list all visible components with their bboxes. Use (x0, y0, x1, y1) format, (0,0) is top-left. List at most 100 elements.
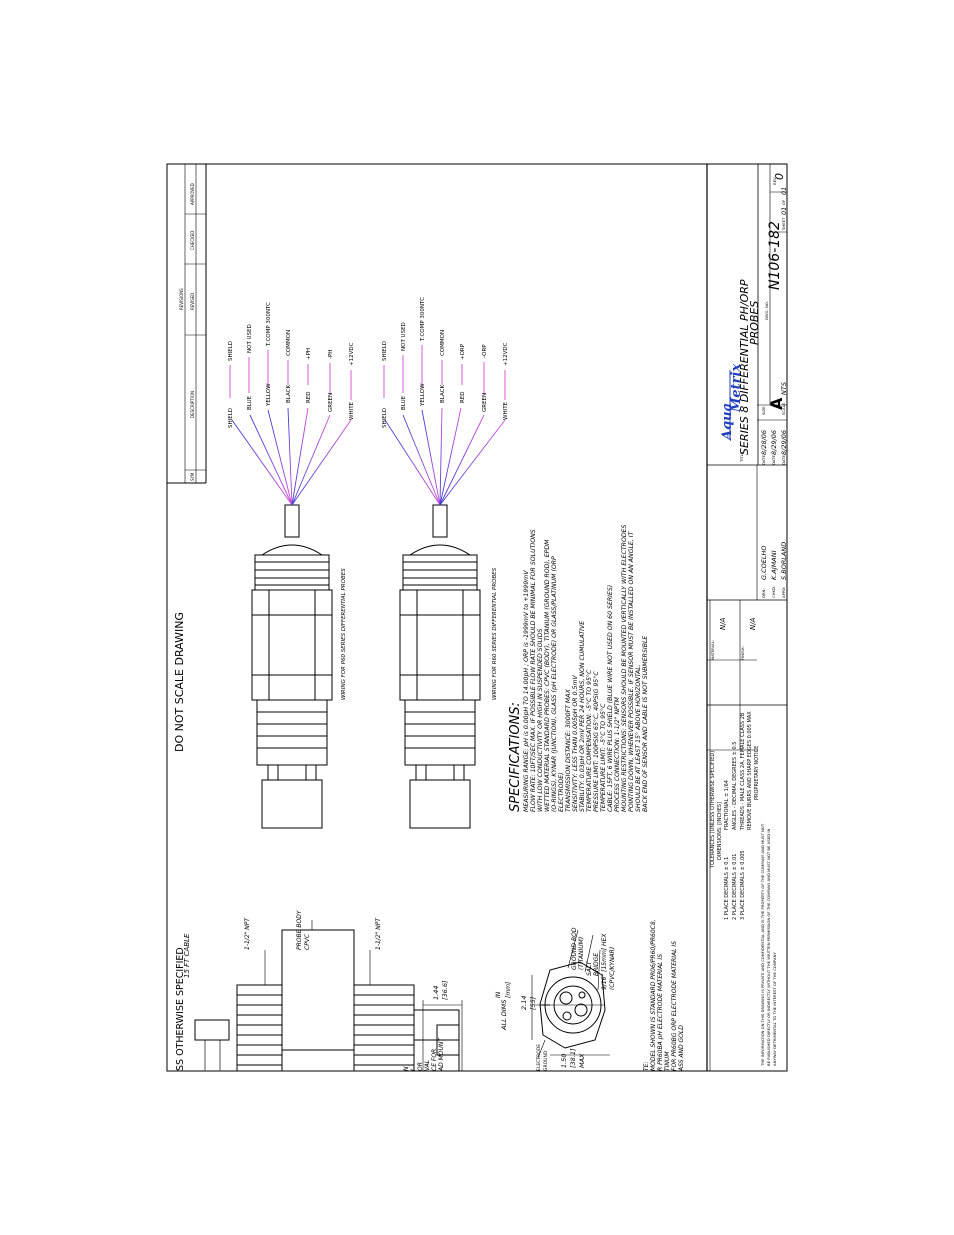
p60-wire-color-1: SHIELD (228, 408, 234, 428)
all-dims-mm: [mm] (505, 981, 512, 998)
left-edge-frag-3: OR (417, 1062, 424, 1071)
rev-label: REV (772, 177, 777, 185)
material-value: N/A (719, 617, 727, 630)
date-label-1: DATE: (761, 454, 766, 465)
r60-wire-color-4: BLACK (440, 385, 446, 403)
date-value-1: 8/28/06 (760, 430, 768, 455)
r60-wire-signal-7: +12VDC (503, 342, 509, 366)
chkd-value: K.AJMANI (770, 550, 778, 580)
proprietary-line-3: ANYWAY DETRIMENTAL TO THE INTEREST OF TH… (772, 952, 777, 1066)
r60-wiring-caption: WIRING FOR R60 SERIES DIFFERENTIAL PROBE… (492, 567, 498, 700)
spec-line-5: (O-RINGS), KYNAR (JUNCTION), GLASS (pH E… (551, 556, 558, 812)
date-label-3: DATE: (781, 454, 786, 465)
dim-144-in: 1.44 (432, 986, 440, 1000)
logo-metrix: Metrix (729, 364, 744, 413)
ground-label: GROUND (543, 1050, 549, 1071)
spec-line-7: TRANSMISSION DISTANCE: 3000FT MAX (565, 689, 572, 812)
drawing-title-line-2: PROBES (748, 301, 761, 345)
wire-fan-r60 (384, 407, 506, 506)
drawing-title-line-1: SERIES 8 DIFFERENTIAL PH/ORP (738, 279, 751, 455)
p60-wire-color-2: BLUE (247, 395, 253, 410)
dim-150-max: MAX (578, 1053, 586, 1068)
dim-150-mm: [38.1] (569, 1048, 577, 1068)
salt-bridge-label-1: SALT (586, 960, 593, 976)
all-dims-text: ALL DIMS (500, 1000, 508, 1031)
spec-line-4: WETTED MATERIAL STANDARD PROBES: CPVC (B… (544, 539, 551, 812)
ground-rod-label: GROUND ROD (571, 927, 578, 970)
approvals-block: DRN: G.COELHO CHKD: K.AJMANI APPD: S.BOR… (760, 430, 788, 598)
spec-line-10: TEMPERATURE COMPENSATION: -5°C TO 95°C (585, 669, 593, 812)
date-value-3: 8/29/06 (780, 430, 788, 455)
all-dims-in: IN (495, 991, 502, 998)
model-note-5: FOR PR60BG ORP ELECTRODE MATERIAL IS (671, 941, 678, 1071)
dwg-no-label: DWG. NO. (764, 301, 769, 320)
salt-bridge-label-2: BRIDGE (593, 953, 600, 976)
sheet-value: 01 (780, 207, 788, 215)
probe-body-label: PROBE BODY (296, 909, 303, 950)
r60-wire-signal-3: T.COMP 300NTC (420, 297, 426, 342)
chkd-label: CHKD: (771, 586, 776, 598)
p60-wire-signal-1: SHIELD (228, 341, 234, 361)
r60-wire-signal-2: NOT USED (401, 322, 407, 351)
size-scale-block: SIZE A SCALE NTS (761, 382, 788, 415)
left-edge-frag-6: AD MOUNT (438, 1037, 445, 1072)
specifications-heading: SPECIFICATIONS: (508, 702, 523, 812)
material-label: MATERIAL: (710, 640, 715, 660)
rev-col-revised: REVISED (190, 293, 195, 310)
finish-label: FINISH: (740, 646, 745, 660)
spec-line-12: TEMPERATURE LIMIT: -5°C TO 95°C (599, 703, 607, 812)
proprietary-heading: PROPRIETARY NOTICE (754, 746, 760, 800)
dim-150-in: 1.50 (560, 1054, 568, 1068)
r60-wire-color-3: YELLOW (420, 383, 426, 407)
npt-bottom-label: 1-1/2" NPT (375, 917, 382, 950)
drn-label: DRN: (761, 588, 766, 598)
spec-line-1: MEASURING RANGE: pH is 0.00pH TO 14.00pH… (522, 570, 530, 812)
hex-label: 9/16" [15mm] HEX (601, 933, 608, 990)
tolerance-right-1: FRACTIONAL ± 1/64 (724, 780, 730, 830)
tolerances-heading: TOLERANCES (UNLESS OTHERWISE SPECIFIED) (710, 751, 716, 869)
p60-wire-signal-6: -PH (328, 350, 334, 359)
left-edge-frag-5: CE FOR (431, 1049, 438, 1071)
p60-wire-signal-4: COMMON (286, 330, 292, 356)
r60-wire-color-7: WHITE (503, 401, 509, 420)
spec-line-3: WITH LOW CONDUCTIVITY OR HIGH IN SUSPEND… (537, 628, 544, 812)
revision-value: 0 (773, 173, 786, 180)
left-edge-frag-1: N (403, 1066, 410, 1071)
model-note-1: TE: (643, 1062, 650, 1071)
p60-wire-color-3: YELLOW (266, 383, 272, 407)
model-note-6: ASS AND GOLD (678, 1025, 685, 1072)
npt-top-label: 1-1/2" NPT (244, 917, 251, 950)
p60-wire-signal-3: T.COMP 300NTC (266, 302, 272, 347)
model-note-3: R PR60BA pH ELECTRODE MATERIAL IS (657, 954, 664, 1071)
p60-wire-signal-2: NOT USED (247, 324, 253, 353)
drn-value: G.COELHO (760, 546, 768, 581)
revisions-header: REVISIONS (179, 288, 184, 310)
dim-144-mm: [36.6] (441, 980, 449, 1000)
p60-wire-color-7: WHITE (349, 401, 355, 420)
tolerances-dims: DIMENSIONS: [INCHES] (717, 802, 723, 860)
do-not-scale-note: DO NOT SCALE DRAWING (173, 612, 186, 752)
r60-wire-signal-5: +ORP (460, 343, 466, 360)
proprietary-line-1: THE INFORMATION ON THIS DRAWING IS PRIVA… (760, 823, 765, 1067)
date-value-2: 8/29/06 (770, 430, 778, 455)
r60-wire-color-2: BLUE (401, 395, 407, 410)
r60-wire-color-5: RED (460, 391, 466, 403)
r60-wire-signal-4: COMMON (440, 330, 446, 356)
spec-line-17: SHOULD BE AT LEAST 15° ABOVE HORIZONTAL. (634, 664, 642, 812)
r60-wire-labels: SHIELD BLUE YELLOW BLACK RED GREEN WHITE… (382, 297, 509, 428)
of-label: OF (781, 200, 786, 205)
probe-side-view (194, 929, 460, 1072)
appd-label: APPD: (781, 587, 786, 598)
tolerance-line-1: 1 PLACE DECIMALS ± 0.1 (724, 857, 730, 920)
spec-line-11: PRESSURE LIMIT: 100PSIG 65°C, 40PSIG 95°… (592, 671, 600, 812)
aquametrix-logo: Aqua Metrix (720, 364, 744, 442)
sheet-label: SHEET (781, 217, 786, 230)
electrode-label: ELECTRODE (536, 1044, 542, 1071)
wire-leaders-r60 (383, 345, 506, 400)
tolerance-line-2: 2 PLACE DECIMALS ± 0.01 (732, 854, 738, 920)
left-edge-frag-4: VAL (424, 1060, 431, 1071)
revisions-table: REVISIONS SYM DESCRIPTION REVISED CHECKE… (179, 183, 195, 481)
logo-aqua: Aqua (720, 403, 735, 442)
finish-value: N/A (749, 617, 757, 630)
